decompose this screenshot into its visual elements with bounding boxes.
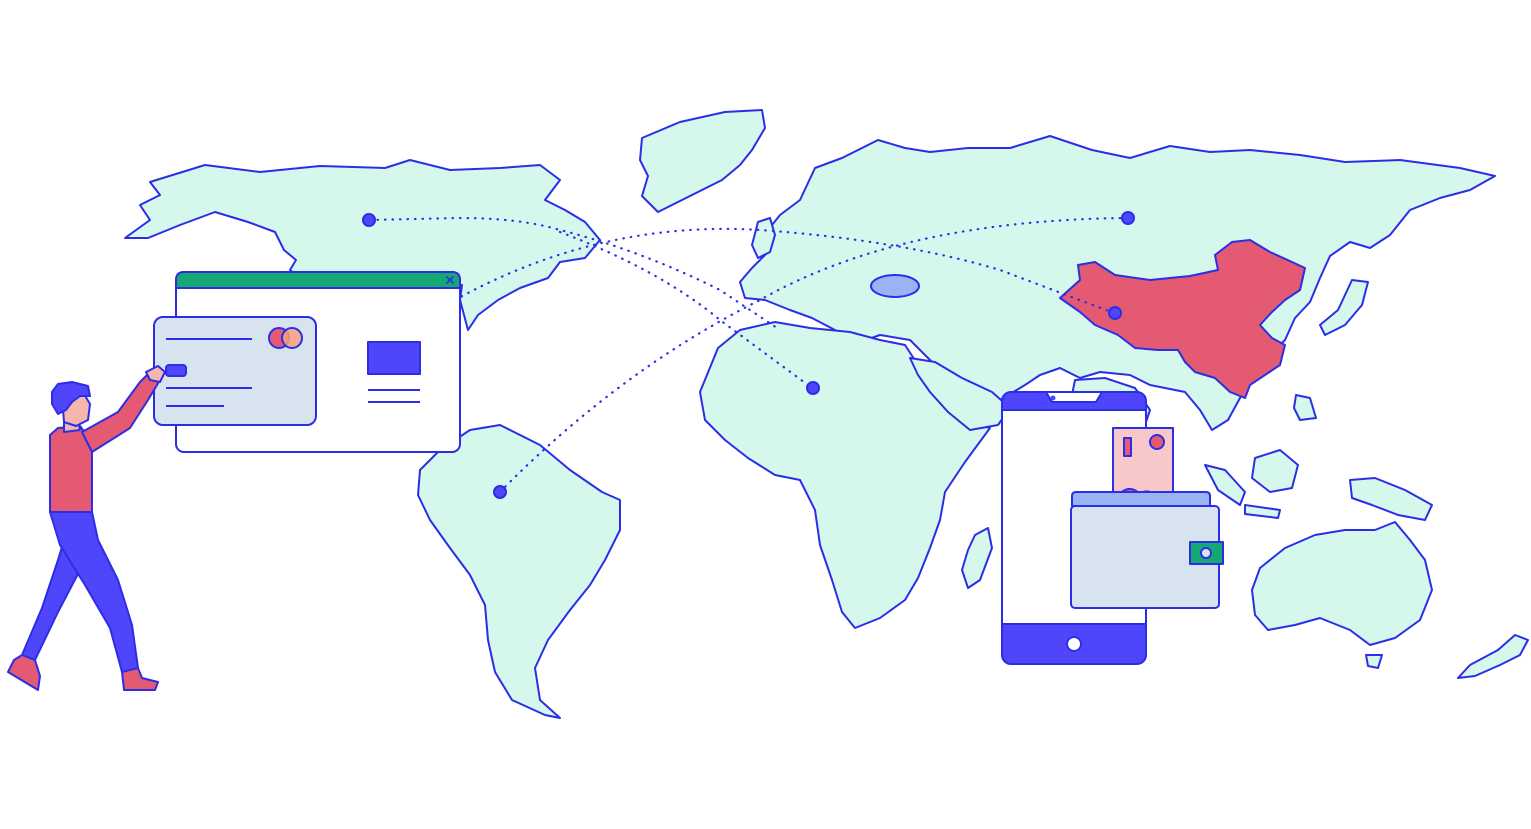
landmass-philippines bbox=[1293, 394, 1317, 421]
home-button-icon bbox=[1066, 636, 1082, 652]
wallet-clasp-button bbox=[1200, 547, 1212, 559]
phone-notch bbox=[1045, 391, 1103, 403]
person bbox=[7, 365, 166, 691]
route-na-europe bbox=[368, 216, 782, 332]
continent-south-america bbox=[417, 424, 621, 719]
phone-camera bbox=[1050, 395, 1056, 401]
continent-australia bbox=[1251, 521, 1433, 646]
image-placeholder bbox=[367, 341, 421, 375]
banknote-seal bbox=[1149, 434, 1165, 450]
island-madagascar bbox=[961, 527, 993, 589]
person-hand bbox=[145, 365, 166, 383]
person-arm bbox=[81, 371, 161, 453]
location-dot-icon bbox=[493, 485, 507, 499]
landmass-java bbox=[1244, 504, 1281, 519]
location-dot-icon bbox=[1108, 306, 1122, 320]
landmass-borneo bbox=[1251, 449, 1299, 493]
lake-caspian bbox=[870, 274, 920, 298]
route-na-africa bbox=[558, 230, 814, 390]
credit-card bbox=[153, 316, 317, 426]
card-chip-icon bbox=[165, 364, 187, 377]
wallet-back-pocket bbox=[1071, 491, 1211, 507]
person-hair bbox=[51, 381, 91, 415]
island-japan bbox=[1319, 279, 1369, 336]
payment-routes bbox=[368, 216, 1130, 494]
location-dot-icon bbox=[362, 213, 376, 227]
country-china-highlight bbox=[1059, 239, 1306, 399]
island-tasmania bbox=[1365, 654, 1383, 669]
wallet bbox=[1070, 427, 1224, 609]
landmass-sumatra bbox=[1204, 464, 1246, 506]
continent-north-america bbox=[124, 159, 601, 331]
banknote-mark bbox=[1123, 437, 1132, 457]
island-new-zealand bbox=[1457, 634, 1529, 679]
landmass-greenland bbox=[639, 109, 766, 213]
island-great-britain bbox=[751, 217, 776, 259]
landmass-new-guinea bbox=[1349, 477, 1433, 521]
route-arc-europe-asia bbox=[453, 227, 1116, 315]
browser-title-bar bbox=[175, 271, 461, 289]
route-nodes bbox=[362, 211, 1135, 499]
mastercard-logo-icon bbox=[268, 327, 303, 349]
close-icon bbox=[446, 276, 454, 284]
location-dot-icon bbox=[1121, 211, 1135, 225]
person-shoe-front bbox=[121, 667, 159, 691]
landmass-arabia bbox=[909, 357, 1011, 431]
continent-africa bbox=[699, 321, 991, 629]
person-shoe-back bbox=[7, 654, 41, 691]
location-dot-icon bbox=[806, 381, 820, 395]
